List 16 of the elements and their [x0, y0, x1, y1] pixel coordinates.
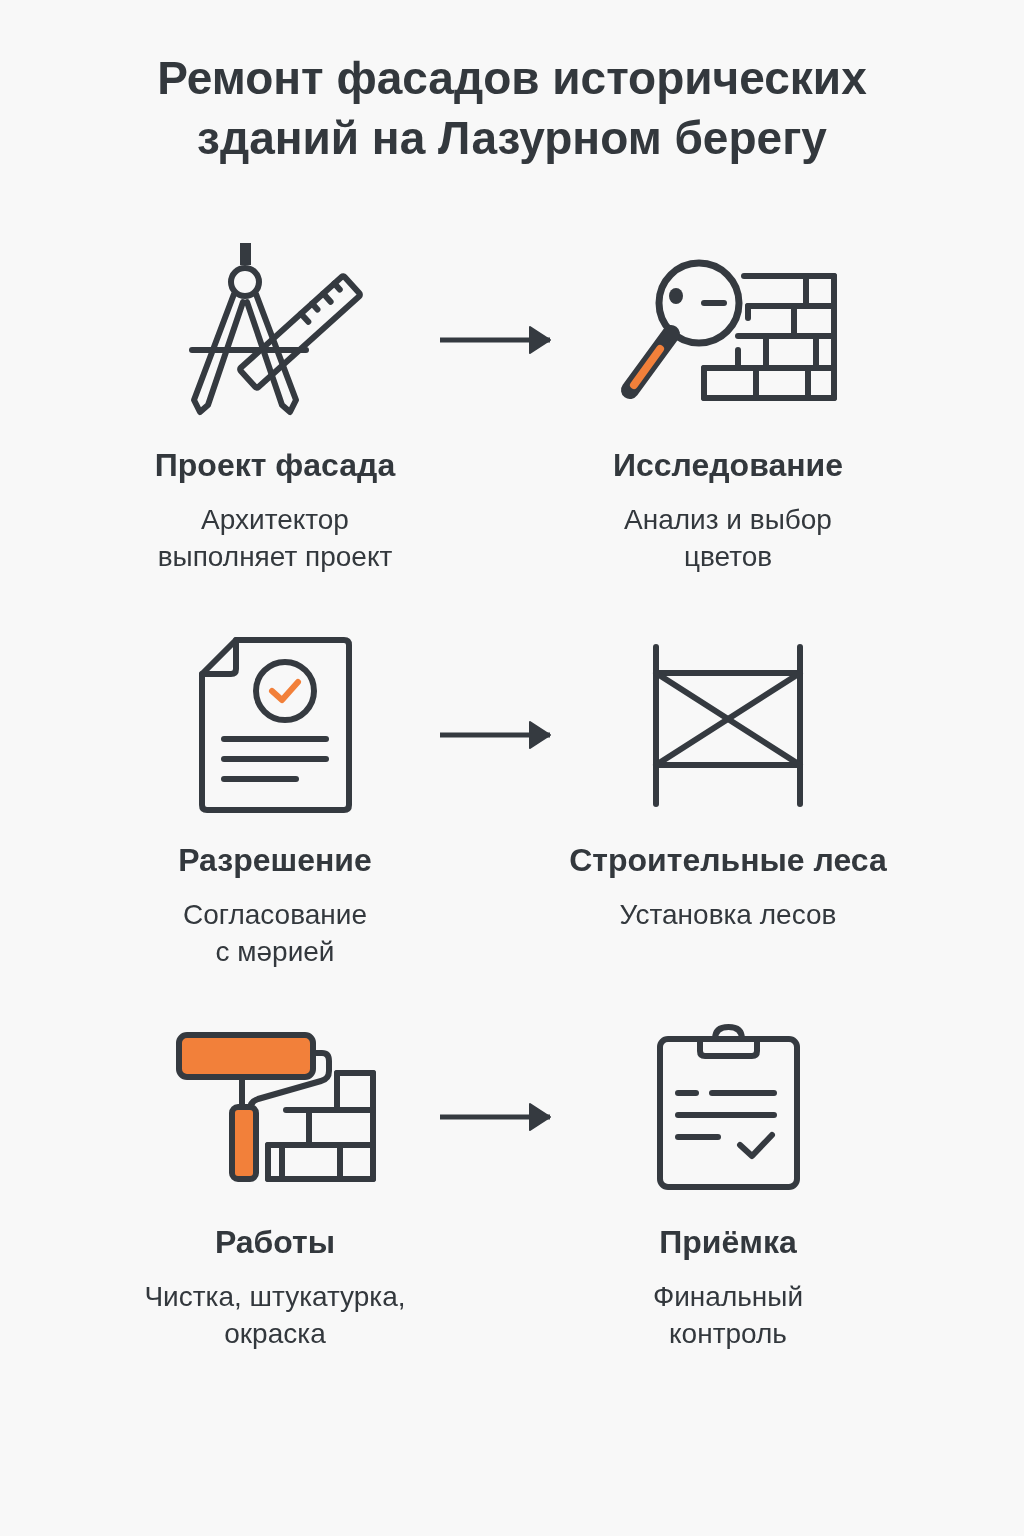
- arrow: [440, 326, 551, 354]
- step-description: Чистка, штукатурка, окраска: [143, 1280, 407, 1351]
- diagram-title: Ремонт фасадов исторических зданий на Лазурном берегу: [156, 51, 868, 166]
- step-title: Проект фасада: [154, 446, 396, 485]
- step-description: Анализ и выбор цветов: [623, 503, 833, 574]
- step-description: Архитектор выполняет проект: [156, 503, 394, 574]
- step-title: Приёмка: [659, 1223, 797, 1262]
- step-title: Исследование: [613, 446, 843, 485]
- step-title: Работы: [214, 1223, 336, 1262]
- arrow: [440, 721, 551, 749]
- step-description: Установка лесов: [619, 898, 837, 932]
- step-description: Согласование с мәрией: [182, 898, 368, 969]
- step-title: Разрешение: [178, 841, 372, 880]
- step-title: Строительные леса: [569, 841, 887, 880]
- step-description: Финальный контроль: [651, 1280, 805, 1351]
- arrow: [440, 1103, 551, 1131]
